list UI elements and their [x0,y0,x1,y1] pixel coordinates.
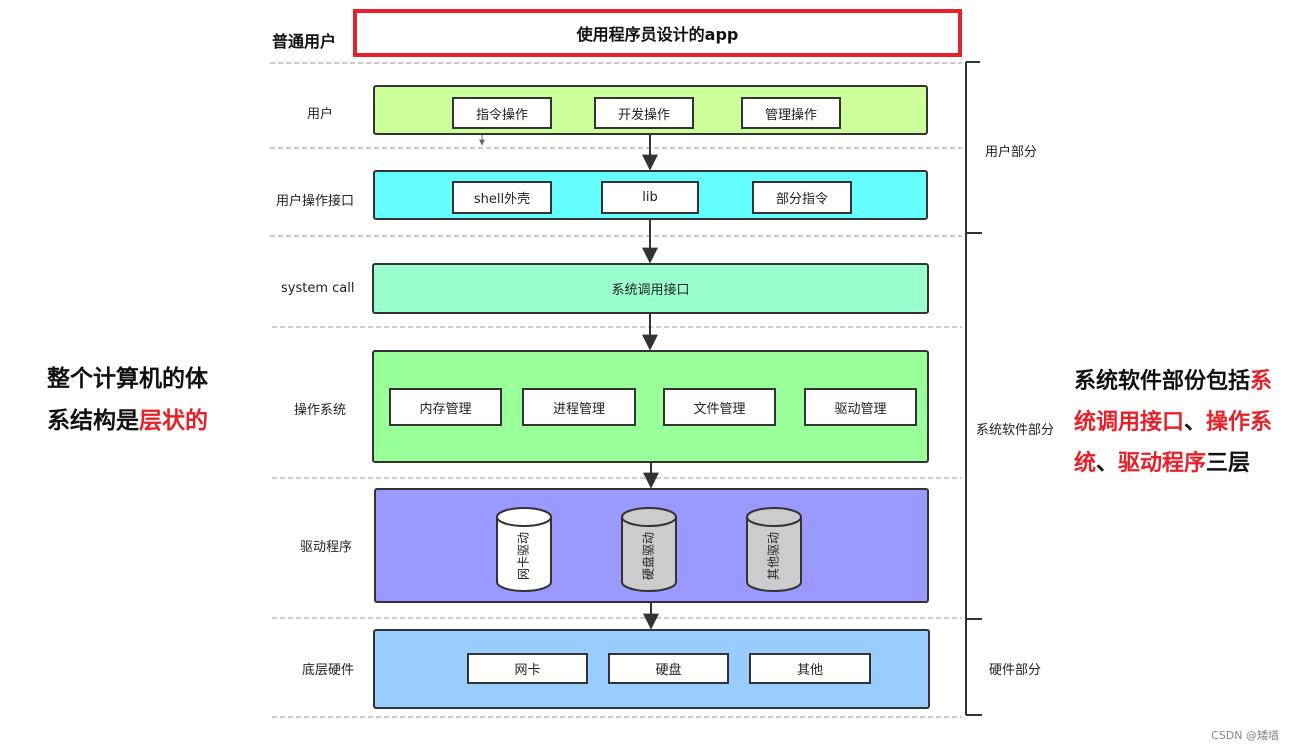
top-app-box: 使用程序员设计的app [353,9,962,57]
interface-item: shell外壳 [452,181,552,214]
right-note-line1: 系统软件部份包括系 [1074,369,1273,394]
top-app-text: 使用程序员设计的app [576,25,739,44]
user-band: 指令操作 开发操作 管理操作 [373,85,928,135]
driver-band [374,488,929,603]
watermark-footer: CSDN @矮墙 [1211,729,1279,742]
user-interface-band: shell外壳 lib 部分指令 [373,170,928,220]
syscall-text: 系统调用接口 [611,283,690,298]
section-system-part: 系统软件部分 [976,423,1055,438]
right-note-line2: 统调用接口、操作系 [1074,410,1273,435]
os-item: 文件管理 [663,388,776,426]
left-note-line2: 系结构是层状的 [47,408,208,434]
section-hardware-part: 硬件部分 [989,663,1042,678]
os-item: 驱动管理 [804,388,917,426]
right-note: 系统软件部份包括系 统调用接口、操作系 统、驱动程序三层 [1074,361,1272,484]
user-item: 开发操作 [594,97,694,129]
syscall-band: 系统调用接口 [372,263,929,314]
row-label-user-interface: 用户操作接口 [276,194,355,209]
row-label-syscall: system call [281,281,355,296]
os-band: 内存管理 进程管理 文件管理 驱动管理 [372,350,929,463]
row-label-hardware: 底层硬件 [302,663,355,678]
hardware-item: 其他 [749,653,871,684]
os-item: 进程管理 [522,388,636,426]
row-label-user: 用户 [307,107,334,122]
hardware-item: 网卡 [467,653,588,684]
interface-item: lib [601,181,699,214]
row-label-driver: 驱动程序 [300,540,353,555]
separators [270,62,962,718]
row-label-os: 操作系统 [294,403,347,418]
hardware-item: 硬盘 [608,653,729,684]
section-user-part: 用户部分 [985,145,1038,160]
right-note-line3: 统、驱动程序三层 [1074,451,1251,476]
arrows [642,134,659,630]
section-bracket [965,61,982,716]
user-item: 指令操作 [452,97,552,129]
left-note-line1: 整个计算机的体 [47,366,208,392]
top-user-label: 普通用户 [272,32,337,51]
left-note: 整个计算机的体 系结构是层状的 [47,358,208,442]
user-item: 管理操作 [741,97,841,129]
os-item: 内存管理 [389,388,502,426]
hardware-band: 网卡 硬盘 其他 [373,629,930,709]
interface-item: 部分指令 [752,181,852,214]
